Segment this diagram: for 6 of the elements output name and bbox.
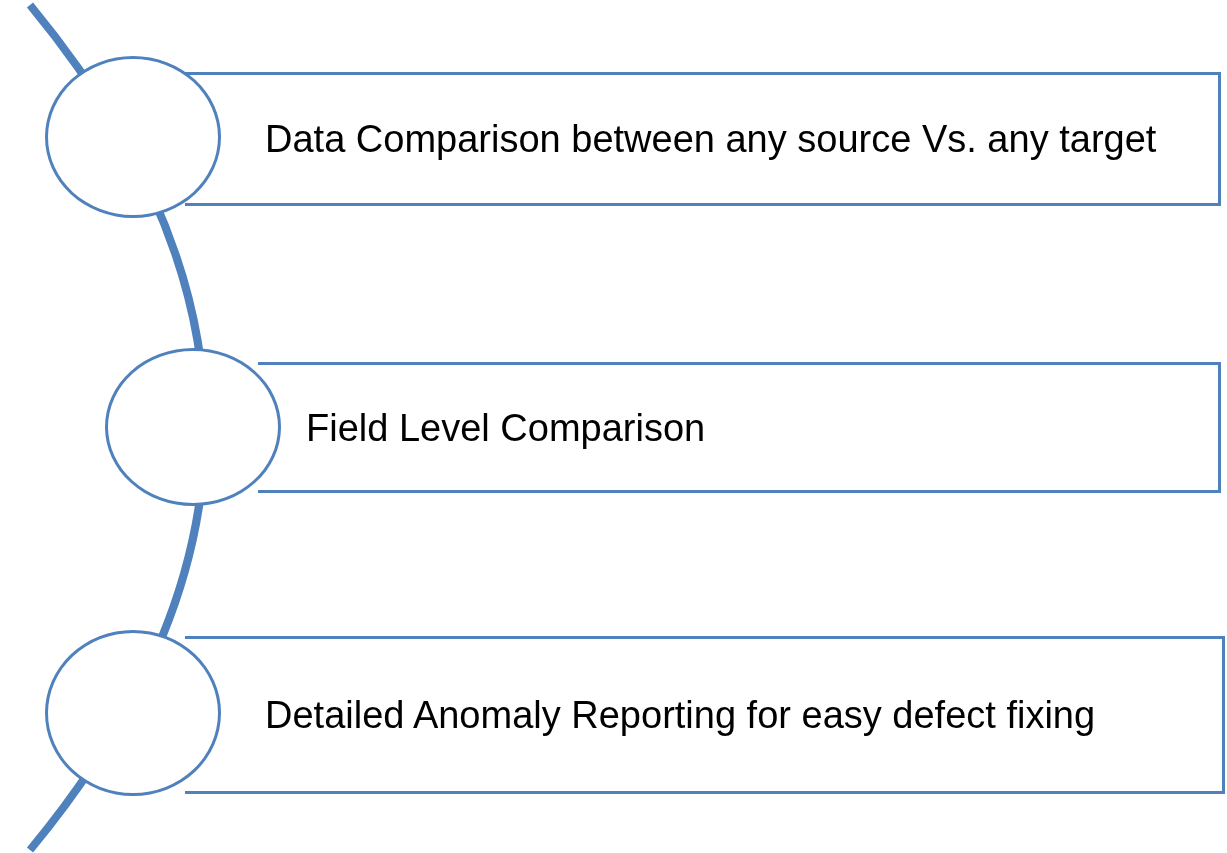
item-text: Field Level Comparison: [306, 405, 706, 451]
text-box: [281, 362, 1221, 493]
text-box: [221, 72, 1221, 206]
item-text: Detailed Anomaly Reporting for easy defect fixing: [265, 693, 1096, 738]
text-box: [221, 636, 1225, 794]
item-text: Data Comparison between any source Vs. any target: [265, 117, 1157, 162]
